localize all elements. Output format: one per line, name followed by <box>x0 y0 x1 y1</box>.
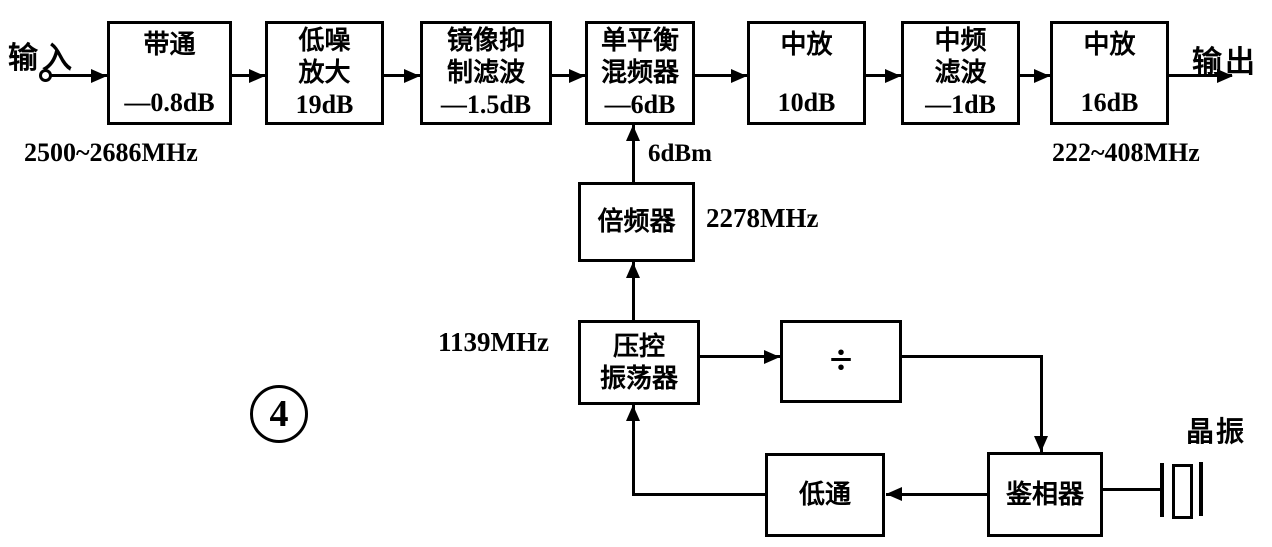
connector-divider-out <box>902 355 1043 358</box>
crystal-body <box>1172 464 1193 519</box>
arrowhead-into-bandpass <box>91 69 107 83</box>
block-image-reject-gain: —1.5dB <box>440 89 532 119</box>
arrowhead-into-divider <box>764 350 780 364</box>
vco-freq-label: 1139MHz <box>438 327 549 357</box>
block-vco-title-2: 振荡器 <box>599 363 678 393</box>
connector-input-to-bandpass <box>50 74 107 77</box>
connector-vco-to-multiplier <box>632 262 635 320</box>
block-lowpass: 低通 <box>765 453 885 537</box>
arrowhead-into-if-amp-1 <box>731 69 747 83</box>
connector-mixer-to-if-amp-1 <box>695 74 747 77</box>
connector-bandpass-to-lna <box>232 74 265 77</box>
block-if-amp-1-gain: 10dB <box>777 88 836 118</box>
lo-level-label: 6dBm <box>648 140 712 167</box>
block-if-filter-title-2: 滤波 <box>934 58 987 88</box>
block-if-amp-1: 中放 10dB <box>747 21 866 125</box>
block-divider-symbol: ÷ <box>829 337 853 384</box>
arrowhead-into-lowpass <box>886 487 902 501</box>
block-bandpass-title: 带通 <box>143 30 196 59</box>
connector-lowpass-feedback <box>632 493 765 496</box>
crystal-label: 晶振 <box>1186 417 1247 448</box>
connector-vco-to-divider <box>700 355 780 358</box>
arrowhead-into-lna <box>249 69 265 83</box>
block-lna: 低噪 放大 19dB <box>265 21 384 125</box>
crystal-left-plate <box>1160 463 1164 517</box>
arrowhead-into-if-filter <box>885 69 901 83</box>
connector-phase-detector-to-crystal <box>1103 488 1160 491</box>
connector-if-amp-2-to-output <box>1169 74 1232 77</box>
connector-phase-detector-to-lowpass <box>886 493 987 496</box>
block-if-filter-gain: —1dB <box>925 89 996 119</box>
block-if-amp-2-title: 中放 <box>1083 30 1136 59</box>
block-phase-detector-title: 鉴相器 <box>1005 479 1084 509</box>
output-band-label: 222~408MHz <box>1052 138 1200 167</box>
input-band-label: 2500~2686MHz <box>24 138 198 167</box>
block-image-reject-title-2: 制滤波 <box>446 58 525 88</box>
block-bandpass: 带通 —0.8dB <box>107 21 232 125</box>
block-lna-title-2: 放大 <box>298 58 351 88</box>
figure-number: 4 <box>269 393 289 435</box>
block-vco: 压控 振荡器 <box>578 320 700 405</box>
block-lna-title-1: 低噪 <box>298 26 351 56</box>
figure-number-badge: 4 <box>250 385 308 443</box>
connector-down-to-phase-detector <box>1040 355 1043 452</box>
connector-multiplier-to-mixer <box>632 125 635 182</box>
block-mixer-gain: —6dB <box>604 89 676 119</box>
arrowhead-into-mixer <box>569 69 585 83</box>
connector-lna-to-image-filter <box>384 74 420 77</box>
block-mixer-title-1: 单平衡 <box>600 26 679 56</box>
block-bandpass-gain: —0.8dB <box>124 88 215 118</box>
arrowhead-into-image-filter <box>404 69 420 83</box>
connector-image-filter-to-mixer <box>552 74 585 77</box>
arrowhead-output <box>1217 69 1233 83</box>
input-label: 输入 <box>8 42 76 75</box>
connector-if-amp-1-to-if-filter <box>866 74 901 77</box>
block-phase-detector: 鉴相器 <box>987 452 1103 537</box>
block-mixer-title-2: 混频器 <box>600 58 679 88</box>
block-image-reject-filter: 镜像抑 制滤波 —1.5dB <box>420 21 552 125</box>
crystal-right-plate <box>1199 462 1203 516</box>
arrowhead-into-if-amp-2 <box>1034 69 1050 83</box>
block-if-amp-2: 中放 16dB <box>1050 21 1169 125</box>
block-lowpass-title: 低通 <box>798 480 851 510</box>
block-image-reject-title-1: 镜像抑 <box>446 26 525 56</box>
block-divider: ÷ <box>780 320 902 403</box>
block-vco-title-1: 压控 <box>612 331 665 361</box>
multiplier-freq-label: 2278MHz <box>706 203 819 233</box>
block-if-filter: 中频 滤波 —1dB <box>901 21 1020 125</box>
arrowhead-into-multiplier <box>626 262 640 278</box>
arrowhead-into-mixer-lo <box>626 125 640 141</box>
arrowhead-into-phase-detector <box>1034 436 1048 452</box>
block-if-filter-title-1: 中频 <box>934 26 987 56</box>
connector-feedback-up-to-vco <box>632 405 635 496</box>
block-lna-gain: 19dB <box>295 89 354 119</box>
block-mixer: 单平衡 混频器 —6dB <box>585 21 695 125</box>
block-if-amp-1-title: 中放 <box>780 30 833 59</box>
block-frequency-multiplier: 倍频器 <box>578 182 695 262</box>
block-frequency-multiplier-title: 倍频器 <box>597 207 676 237</box>
block-if-amp-2-gain: 16dB <box>1080 88 1139 118</box>
arrowhead-into-vco <box>626 405 640 421</box>
